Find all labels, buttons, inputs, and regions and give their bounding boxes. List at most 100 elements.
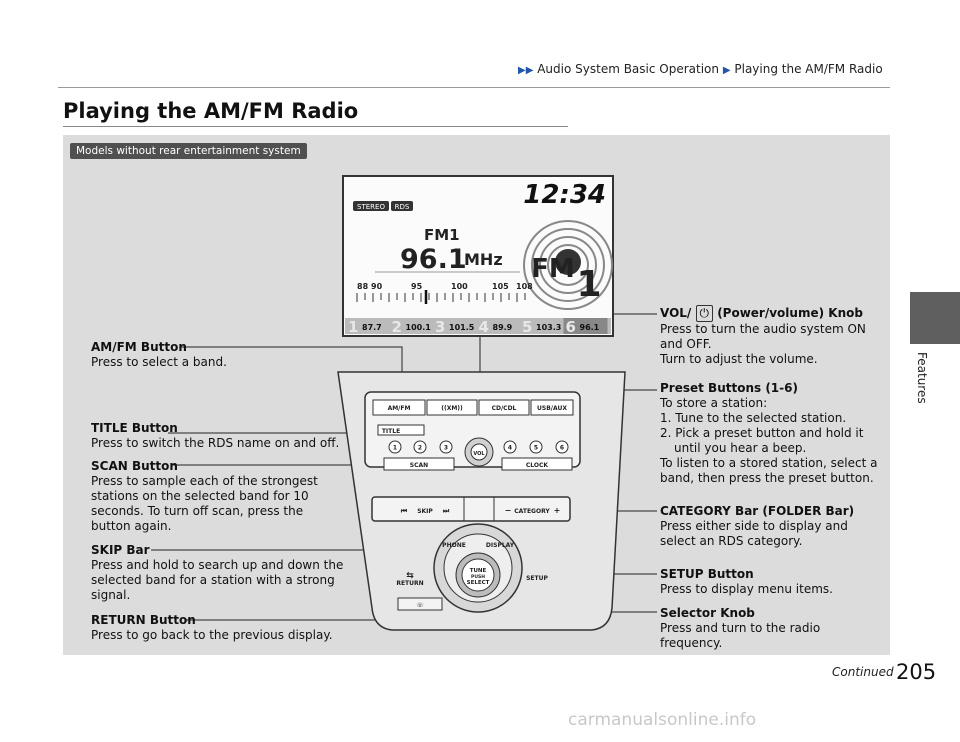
svg-text:87.7: 87.7 [362,323,382,332]
callout-description: Press to display menu items. [660,582,833,596]
scale-label: 95 [411,282,423,291]
watermark: carmanualsonline.info [568,710,757,730]
breadcrumb-arrow-icon: ▶▶ [518,65,534,76]
preset-button-label: 4 [508,445,512,452]
callout-description: To listen to a stored station, select a … [660,456,878,485]
svg-text:5: 5 [522,318,532,336]
preset-button-label: 3 [444,445,448,452]
callout-description: Press and hold to search up and down the… [91,558,344,602]
svg-text:2: 2 [392,318,402,336]
svg-text:+: + [554,506,561,515]
callout-title: Selector Knob [660,606,755,620]
svg-text:103.3: 103.3 [536,323,561,332]
skip-back-icon: ⏮ [401,507,408,515]
callout-preset: Preset Buttons (1-6) To store a station:… [660,381,888,486]
breadcrumb-item[interactable]: Playing the AM/FM Radio [734,62,883,76]
display-preset: 3 101.5 [435,318,475,336]
scale-label: 105 [492,282,509,291]
phone-answer-icon: ☏ [416,602,424,609]
callout-selector: Selector Knob Press and turn to the radi… [660,606,860,651]
callout-title: SETUP Button [660,567,754,581]
radio-display-screen: STEREO RDS 12:34 FM1 96.1 MHz FM 1 88 90… [342,175,614,337]
svg-text:−: − [505,506,512,515]
callout-description: Press and turn to the radio frequency. [660,621,821,650]
callout-scan: SCAN Button Press to sample each of the … [91,459,323,534]
callout-description: Press either side to display and select … [660,519,848,548]
usb-aux-button: USB/AUX [537,405,567,412]
power-icon: ⏻ [695,305,713,322]
vol-knob: VOL [473,451,485,457]
skip-forward-icon: ⏭ [443,507,450,515]
callout-title: TITLE Button [91,421,178,435]
svg-text:6: 6 [566,318,576,336]
display-preset: 5 103.3 [522,318,561,336]
svg-text:89.9: 89.9 [493,323,513,332]
phone-button: PHONE [442,542,466,549]
callout-description: Press to turn the audio system ON and OF… [660,322,866,351]
callout-title: AM/FM Button [91,340,187,354]
model-badge: Models without rear entertainment system [70,143,307,159]
breadcrumb: ▶▶ Audio System Basic Operation ▶ Playin… [518,62,883,76]
amfm-button: AM/FM [388,405,411,412]
scale-label: 90 [371,282,383,291]
scan-button: SCAN [410,462,428,469]
preset-button-2 [413,440,427,454]
title-button: TITLE [382,428,400,435]
clock-button: CLOCK [526,462,549,469]
callout-description: Press to go back to the previous display… [91,628,333,642]
rds-indicator: RDS [395,203,410,211]
callout-vol: VOL/ ⏻ (Power/volume) Knob Press to turn… [660,305,880,367]
breadcrumb-arrow-icon: ▶ [722,65,731,76]
fm-logo-text: FM [531,254,575,284]
callout-step: 2. Pick a preset button and hold it unti… [660,426,864,455]
fm-logo-number: 1 [576,264,601,305]
callout-description: Press to sample each of the strongest st… [91,474,318,533]
breadcrumb-item[interactable]: Audio System Basic Operation [537,62,720,76]
callout-title: SKIP Bar [91,543,150,557]
return-icon: ⇆ [406,571,414,581]
svg-text:3: 3 [435,318,445,336]
preset-button-label: 2 [418,445,422,452]
band-readout: FM1 [424,226,460,244]
display-button: DISPLAY [486,542,515,549]
setup-button: SETUP [526,575,548,582]
callout-skip: SKIP Bar Press and hold to search up and… [91,543,353,603]
callout-title: VOL/ ⏻ (Power/volume) Knob [660,305,863,322]
preset-button-label: 6 [560,445,564,452]
clock-readout: 12:34 [523,180,606,210]
page-title: Playing the AM/FM Radio [63,99,359,123]
preset-button-4 [503,440,517,454]
svg-text:96.1: 96.1 [580,323,600,332]
preset-button-3 [439,440,453,454]
frequency-scale: 88 90 95 100 105 108 [357,282,533,291]
selector-push: PUSH [471,574,485,580]
fm-logo-icon: FM 1 [523,220,613,310]
svg-text:101.5: 101.5 [449,323,475,332]
callout-title: CATEGORY Bar (FOLDER Bar) [660,504,855,518]
display-preset: 2 100.1 [392,318,432,336]
selector-select: SELECT [467,580,490,586]
callout-step: 1. Tune to the selected station. [660,411,847,425]
callout-description: Press to select a band. [91,355,227,369]
preset-button-label: 1 [393,445,397,452]
scale-label: 88 [357,282,369,291]
return-button: RETURN [396,580,423,587]
callout-description: To store a station: [660,396,768,410]
svg-text:100.1: 100.1 [406,323,432,332]
frequency-readout: 96.1 [400,244,467,275]
continued-label: Continued [832,665,894,679]
stereo-indicator: STEREO [357,203,385,211]
callout-title: Preset Buttons (1-6) [660,381,798,395]
selector-tune: TUNE [470,568,487,574]
callout-setup: SETUP Button Press to display menu items… [660,567,870,597]
callout-return: RETURN Button Press to go back to the pr… [91,613,361,643]
preset-button-5 [529,440,543,454]
preset-button-1 [388,440,402,454]
scale-label: 108 [516,282,533,291]
callout-category: CATEGORY Bar (FOLDER Bar) Press either s… [660,504,870,549]
preset-button-label: 5 [534,445,538,452]
xm-button: ((XM)) [441,405,463,412]
